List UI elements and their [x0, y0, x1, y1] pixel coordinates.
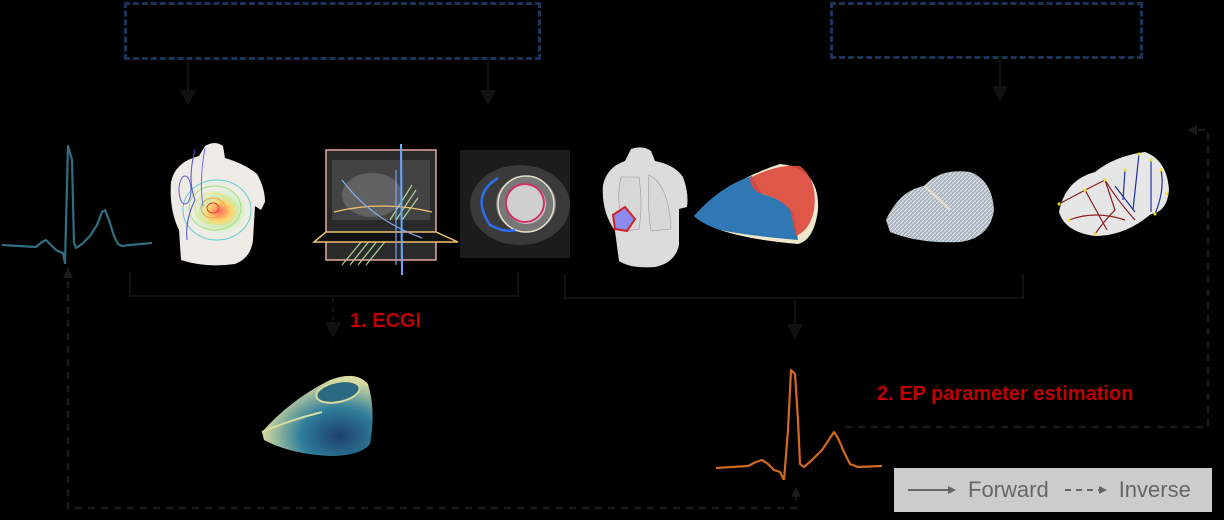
legend: Forward Inverse: [894, 468, 1212, 512]
inverse-loop-ecgi: [66, 268, 798, 510]
legend-forward-label: Forward: [968, 477, 1049, 502]
ecg-simulated-icon: [715, 368, 883, 480]
torso-bspm-icon: [167, 143, 265, 266]
legend-inverse-label: Inverse: [1118, 477, 1191, 502]
bracket-right: [564, 274, 1024, 299]
forward-arrow-icon: [908, 486, 956, 494]
inverse-loop-ep: [845, 128, 1210, 429]
ventricles-mesh-icon: [694, 164, 819, 244]
ecg-measured-icon: [1, 144, 153, 265]
inverse-arrow-icon: [1064, 486, 1107, 494]
bracket-left: [129, 272, 519, 297]
input-box-left: [124, 2, 541, 60]
activation-heart-icon: [261, 375, 373, 456]
step-ep-estimation-label: 2. EP parameter estimation: [877, 383, 1134, 405]
purkinje-heart-icon: [1057, 152, 1169, 236]
torso-anatomy-icon: [602, 147, 688, 268]
mri-long-axis-icon: [312, 143, 459, 276]
input-box-right: [830, 2, 1143, 59]
step-ecgi-label: 1. ECGI: [350, 310, 422, 332]
fiber-heart-icon: [886, 171, 994, 243]
mri-short-axis-icon: [460, 150, 570, 258]
